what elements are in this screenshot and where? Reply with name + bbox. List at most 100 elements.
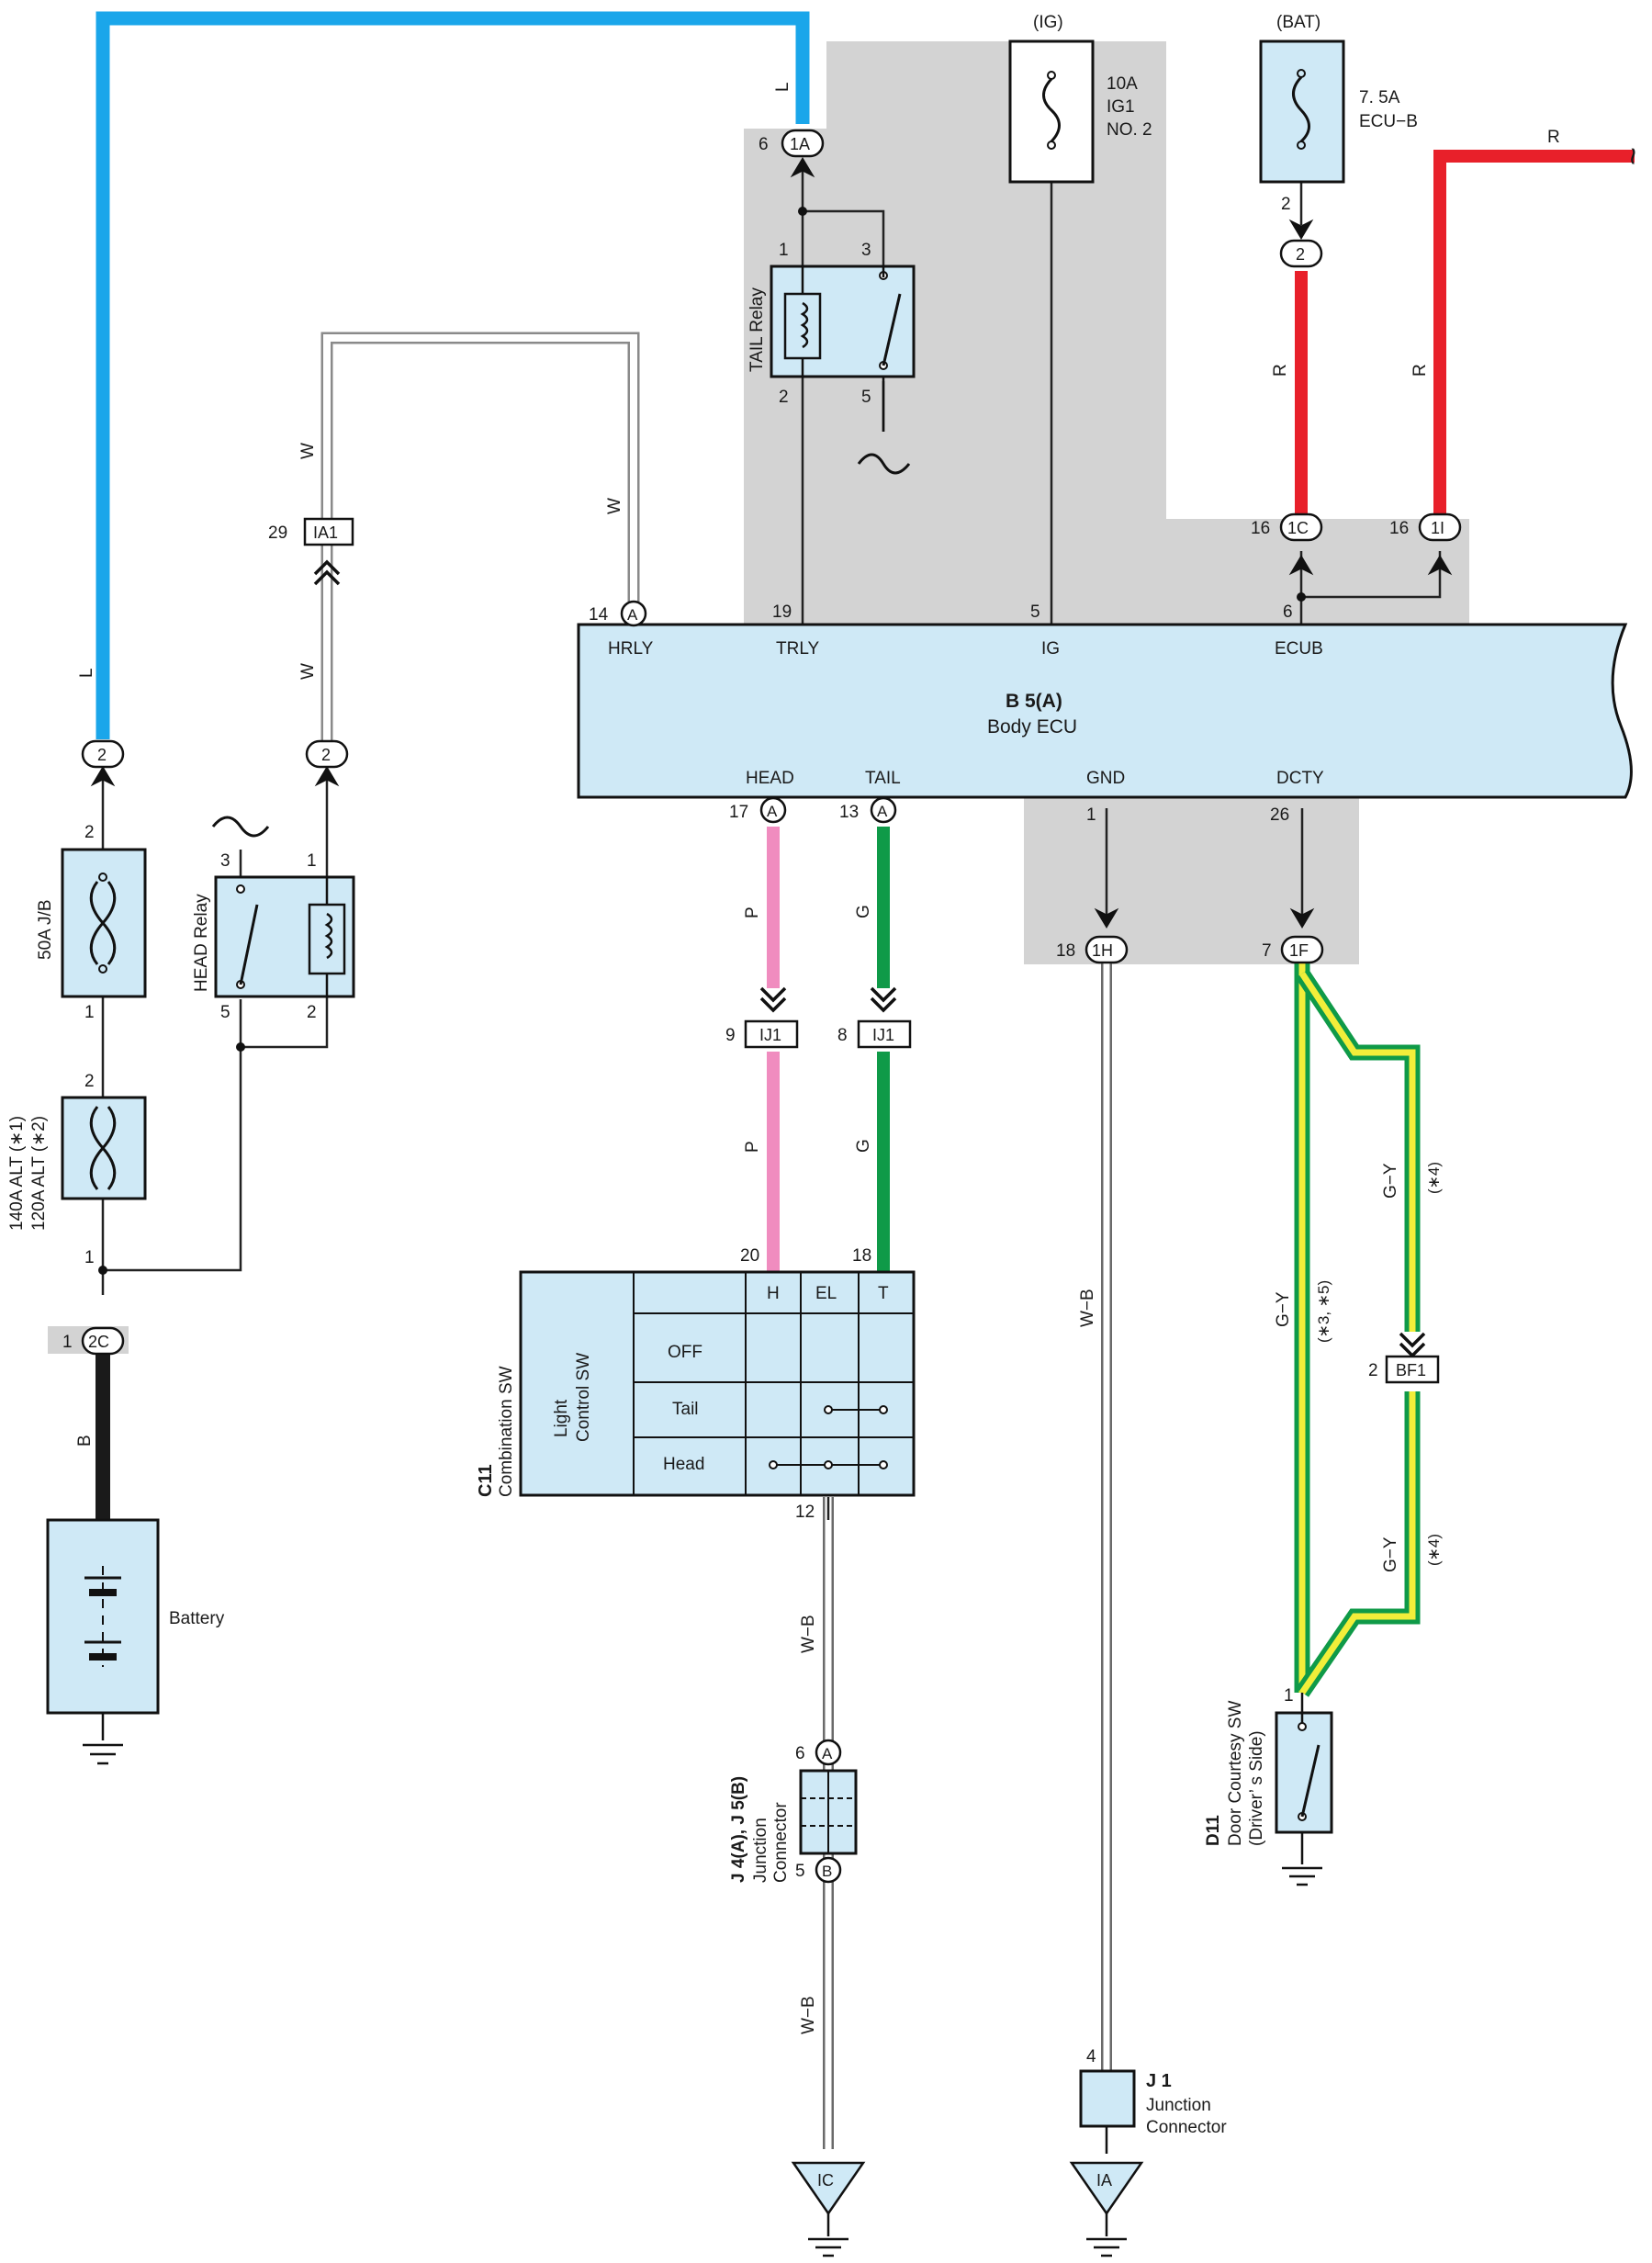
tail-relay-pin-2: 2 (779, 388, 789, 407)
conn-1c-pin: 16 (1251, 519, 1270, 538)
switch-col-h: H (767, 1284, 780, 1303)
conn-1i: 1I (1431, 519, 1444, 537)
head-relay-pin-3: 3 (220, 851, 230, 871)
conn-1h-pin: 18 (1056, 941, 1075, 961)
ecu-term-head: HEAD (746, 769, 794, 788)
door-courtesy-switch: 1 D11 Door Courtesy SW (Driver’ s Side) (1204, 1686, 1333, 1886)
wc-p-1: P (743, 906, 762, 918)
wc-wb-2: W−B (799, 1996, 818, 2034)
switch-inner-light: Light (552, 1399, 571, 1437)
switch-row-head: Head (663, 1455, 704, 1474)
switch-id: C11 (476, 1464, 496, 1497)
conn-ij1-g-pin: 8 (837, 1026, 848, 1045)
j4-line2: Connector (771, 1802, 791, 1883)
wc-gy-note-345: (∗3, ∗5) (1315, 1280, 1332, 1343)
conn-2c-pin: 1 (62, 1333, 73, 1352)
wire-l-blue (96, 11, 810, 739)
conn-2c: 2C (88, 1333, 109, 1351)
switch-pin-18: 18 (852, 1246, 871, 1266)
fuse-alt-pin-1: 1 (84, 1248, 95, 1267)
fuse-jb-label: 50A J/B (36, 900, 55, 961)
conn-ia1-pin: 29 (268, 524, 287, 543)
wc-l-left: L (77, 668, 96, 678)
rect-connectors: IA1 29 IJ1 9 IJ1 8 BF1 2 (268, 517, 1440, 1384)
junction-j1: 4 J 1 Junction Connector (1079, 2047, 1227, 2154)
j4-id: J 4(A), J 5(B) (729, 1776, 748, 1883)
j5-conn-b: B (822, 1863, 832, 1880)
fuse-jb-pin-2: 2 (84, 823, 95, 842)
head-relay-pin-1: 1 (307, 851, 317, 871)
wc-r-1: R (1271, 364, 1290, 377)
fuse-jb-pin-1: 1 (84, 1003, 95, 1022)
j1-pin-4: 4 (1086, 2047, 1096, 2066)
head-relay: HEAD Relay 3 1 5 2 (192, 816, 355, 1022)
fuse-alt-pin-2: 2 (84, 1072, 95, 1091)
switch-name: Combination SW (497, 1366, 516, 1497)
ecu-pin-13: 13 (839, 803, 859, 822)
ground-ic-label: IC (817, 2171, 834, 2190)
arrows (90, 157, 1453, 929)
conn-ij1-p: IJ1 (759, 1026, 781, 1044)
body-ecu: B 5(A) Body ECU HRLY TRLY IG ECUB HEAD T… (577, 600, 1633, 825)
ecu-term-dcty: DCTY (1276, 769, 1324, 788)
conn-1c: 1C (1287, 519, 1309, 537)
j1-line1: Junction (1146, 2096, 1211, 2115)
ecu-pin-1: 1 (1086, 805, 1096, 825)
tail-relay: TAIL Relay 1 3 2 5 (747, 241, 916, 475)
tail-relay-pin-1: 1 (779, 241, 789, 260)
switch-col-t: T (878, 1284, 889, 1303)
conn-bf1: BF1 (1396, 1361, 1426, 1379)
wire-wb (823, 961, 1112, 2149)
wc-b: B (75, 1435, 95, 1447)
door-line1: Door Courtesy SW (1226, 1701, 1245, 1846)
wc-gy-branch-2: G−Y (1381, 1537, 1400, 1572)
wc-g-2: G (854, 1139, 873, 1153)
switch-pin-12: 12 (795, 1503, 815, 1522)
fuse-bat-line1: 7. 5A (1359, 88, 1400, 107)
door-pin-1: 1 (1284, 1686, 1294, 1706)
chevron-arrows (313, 559, 1426, 1358)
wc-r-3: R (1547, 128, 1560, 147)
fuse-bat-label: (BAT) (1276, 13, 1320, 32)
switch-row-tail: Tail (672, 1400, 699, 1419)
door-line2: (Driver’ s Side) (1247, 1730, 1266, 1846)
wc-p-2: P (743, 1141, 762, 1153)
junction-dots (98, 207, 1306, 1275)
fuse-ig-label: (IG) (1033, 13, 1063, 32)
fuse-bat-line2: ECU−B (1359, 112, 1418, 131)
ecu-conn-a-head: A (767, 803, 778, 820)
battery-label: Battery (169, 1609, 225, 1628)
ecu-pin-26: 26 (1270, 805, 1289, 825)
fuse-alt: 140A ALT (∗1) 120A ALT (∗2) 2 1 (7, 1072, 147, 1267)
wc-g-1: G (854, 905, 873, 918)
wc-l-top: L (773, 82, 792, 92)
fuse-ig-line2: IG1 (1107, 97, 1135, 117)
fuse-ecub-pin-2: 2 (1281, 195, 1291, 214)
ecu-term-hrly: HRLY (608, 639, 654, 659)
ecu-term-ecub: ECUB (1275, 639, 1323, 659)
conn-2-left: 2 (97, 746, 107, 764)
fuse-ig-line3: NO. 2 (1107, 120, 1152, 140)
conn-1a: 1A (790, 135, 810, 153)
j4-conn-a: A (822, 1745, 833, 1762)
battery: Battery (46, 1518, 225, 1765)
conn-2-mid: 2 (321, 746, 331, 764)
switch-pin-20: 20 (740, 1246, 759, 1266)
ecu-title: B 5(A) (1006, 691, 1062, 712)
conn-1h: 1H (1092, 941, 1113, 960)
fuse-50a-jb: 50A J/B 2 1 (36, 823, 147, 1022)
wire-gy (1294, 960, 1421, 1697)
ecu-term-ig: IG (1041, 639, 1060, 659)
conn-1i-pin: 16 (1389, 519, 1409, 538)
round-connectors: 1A 6 2 1C 16 1I 16 2 2 2C 1 1H 18 1F 7 (62, 129, 1462, 1356)
switch-inner-control: Control SW (574, 1353, 593, 1442)
combination-switch: H EL T OFF Tail Head Light Control SW C1… (476, 1246, 916, 1522)
head-relay-label: HEAD Relay (192, 894, 211, 992)
wc-w-2: W (298, 663, 318, 680)
wc-w-1: W (298, 443, 318, 459)
head-relay-pin-5: 5 (220, 1003, 230, 1022)
j1-id: J 1 (1146, 2071, 1172, 2091)
conn-ia1: IA1 (313, 524, 338, 542)
j4-pin-6: 6 (795, 1744, 805, 1763)
fuse-ig-line1: 10A (1107, 74, 1138, 94)
